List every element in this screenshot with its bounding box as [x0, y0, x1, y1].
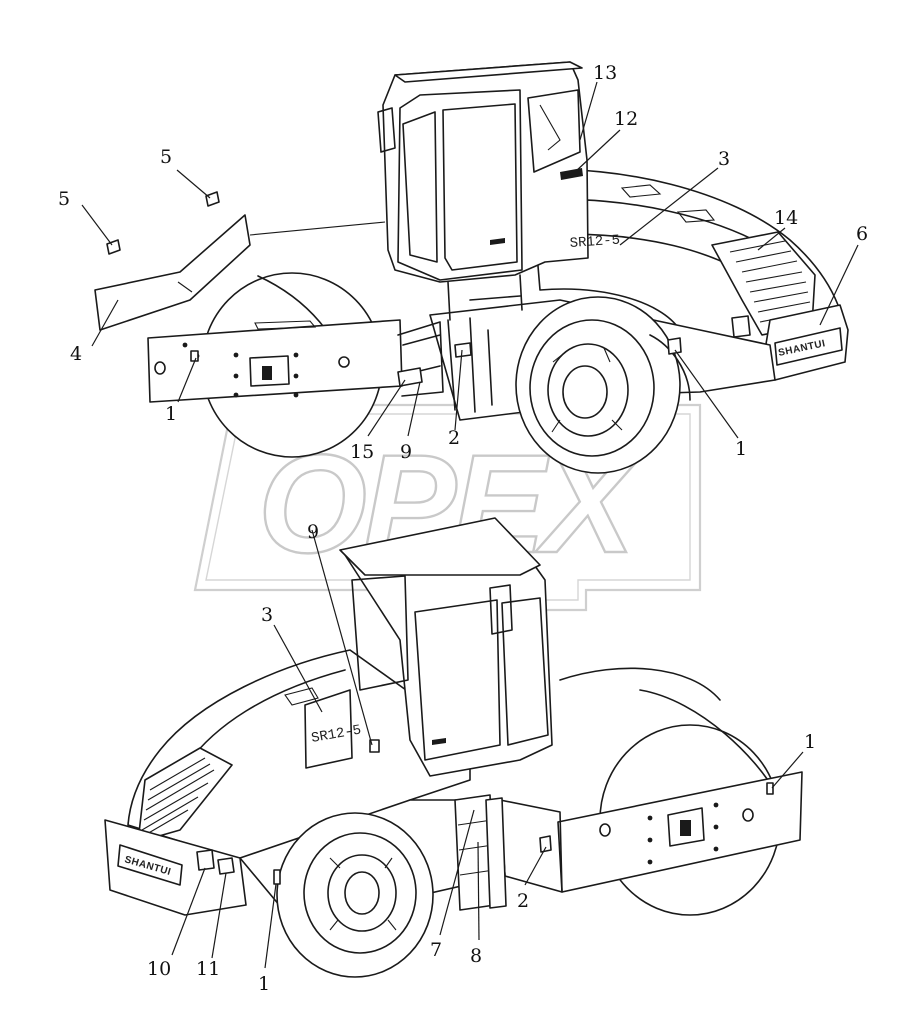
decal-2-upper	[454, 342, 472, 358]
cab-roof	[394, 61, 583, 83]
callout-2-lower: 2	[517, 890, 529, 912]
decal-5-b	[205, 191, 220, 207]
decal-9-lower	[369, 739, 380, 753]
cab-rear-window	[527, 89, 581, 173]
decal-2-lower	[539, 835, 552, 853]
callout-6: 6	[856, 223, 868, 245]
decal-3-panel-lower	[304, 689, 353, 769]
callout-5-right: 5	[160, 146, 172, 168]
decal-15	[397, 367, 423, 387]
callout-11: 11	[196, 958, 220, 980]
decal-4-panel	[94, 214, 251, 331]
callout-9-lower: 9	[307, 521, 319, 543]
decal-10	[196, 849, 215, 871]
lower-cab-front-window	[501, 597, 549, 746]
lower-roller: SHANTUI SR12-5	[104, 517, 803, 978]
cab-front-window	[402, 111, 438, 263]
brand-plate	[774, 327, 843, 366]
lower-cab-roof	[339, 517, 541, 576]
cab-door	[397, 89, 523, 281]
callout-8: 8	[470, 945, 482, 967]
callout-14: 14	[774, 207, 798, 229]
lower-brand-plate	[117, 844, 183, 886]
decal-1-upper-rear	[667, 337, 682, 355]
grille-slats	[729, 240, 812, 323]
callout-1-lower-rear: 1	[258, 973, 270, 995]
mirror-upper	[377, 107, 396, 153]
upper-roller: SHANTUI	[94, 61, 849, 474]
lower-hub	[344, 871, 380, 915]
callout-1-lower-front: 1	[804, 731, 816, 753]
callout-1-upper-front: 1	[165, 403, 177, 425]
lower-cab-rear-window	[351, 575, 409, 691]
mirror-lower	[489, 584, 513, 635]
callout-1-upper-rear: 1	[735, 438, 747, 460]
callout-7: 7	[430, 939, 442, 961]
callout-3-upper: 3	[718, 148, 730, 170]
decal-1-lower-rear	[273, 869, 281, 885]
callout-13: 13	[593, 62, 617, 84]
callout-labels: 13 12 3 14 6 5 5 4 1 15 9 2 1 9 3 1 2 7 …	[58, 62, 868, 995]
leader-lines	[81, 81, 859, 969]
callout-15: 15	[350, 441, 374, 463]
callout-12: 12	[614, 108, 638, 130]
callout-10: 10	[147, 958, 171, 980]
lower-cab-door-window	[414, 599, 501, 761]
decal-1-lower-front	[766, 782, 774, 795]
model-decal-upper: SR12-5	[569, 233, 620, 252]
callout-5-left: 5	[58, 188, 70, 210]
callout-9-upper: 9	[400, 441, 412, 463]
rear-hub	[562, 365, 608, 419]
callout-4: 4	[70, 343, 82, 365]
decal-1-upper-front	[190, 350, 199, 362]
decal-5-a	[106, 239, 121, 255]
callout-2-upper: 2	[448, 427, 460, 449]
decal-11	[217, 857, 235, 875]
cab-door-window	[442, 103, 518, 271]
callout-3-lower: 3	[261, 604, 273, 626]
